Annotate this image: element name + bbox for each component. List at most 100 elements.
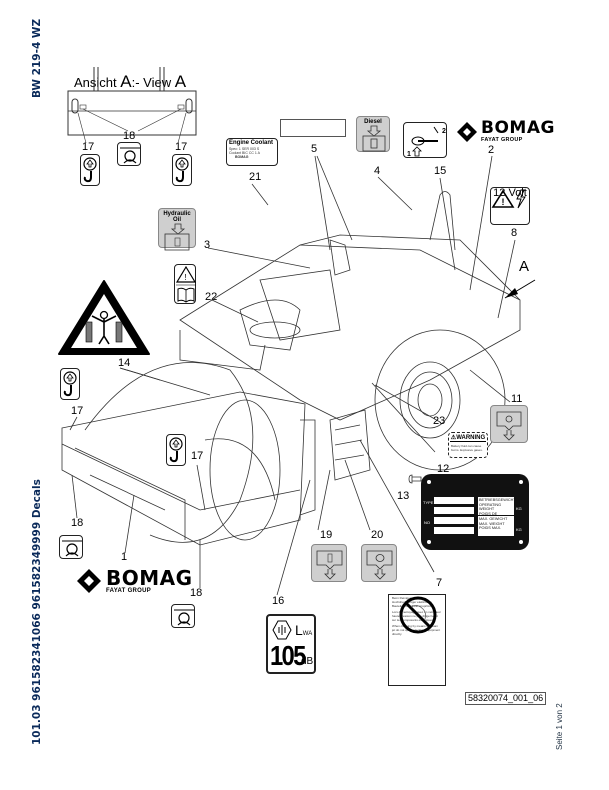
fuel-pump-icon bbox=[362, 125, 386, 152]
weight-line: POIDS MAX. bbox=[479, 526, 502, 530]
bomag-wordmark: BOMAG bbox=[481, 118, 555, 138]
blank-label-box bbox=[280, 119, 346, 137]
svg-text:!: ! bbox=[502, 197, 505, 207]
diesel-title: Diesel bbox=[364, 119, 382, 125]
engine-coolant-decal: Engine Coolant Spec: 1 SER 003 S Coolant… bbox=[226, 138, 278, 166]
callout-17-mid: 17 bbox=[191, 450, 204, 462]
callout-18-left: 18 bbox=[71, 517, 84, 529]
callout-19: 19 bbox=[320, 529, 333, 541]
callout-14: 14 bbox=[118, 357, 131, 369]
bomag-wordmark: BOMAG bbox=[106, 566, 193, 590]
type-label: TYPE bbox=[423, 500, 434, 505]
sound-power-value: 105 bbox=[270, 640, 306, 671]
hydraulic-drain-decal bbox=[361, 544, 397, 582]
engine-coolant-spec: Spec: 1 SER 003 S bbox=[229, 147, 260, 151]
sound-power-unit: dB bbox=[301, 656, 314, 667]
type-plate: TYPE NO BETRIEBSGEWICHT OPERATING WEIGHT… bbox=[421, 474, 529, 550]
page-indicator: Seite 1 von 2 bbox=[555, 703, 564, 750]
callout-20: 20 bbox=[371, 529, 384, 541]
plate-hole bbox=[519, 480, 523, 484]
callout-7: 7 bbox=[436, 577, 443, 589]
svg-text:2: 2 bbox=[442, 128, 446, 135]
callout-17-top-left: 17 bbox=[82, 141, 95, 153]
lwa-l: L bbox=[295, 622, 303, 638]
oil-drain-icon bbox=[496, 411, 522, 441]
drain-arrow-icon bbox=[366, 550, 393, 580]
bomag-logo-bottom: BOMAG FAYAT GROUP bbox=[76, 568, 193, 594]
callout-21: 21 bbox=[249, 171, 262, 183]
view-middle: :- View bbox=[131, 75, 175, 90]
view-a-title: Ansicht A:- View A bbox=[74, 72, 186, 92]
operating-weight-box: BETRIEBSGEWICHT OPERATING WEIGHT POIDS D… bbox=[478, 497, 516, 520]
notice-english: When cleaning by means of steam jet do n… bbox=[392, 624, 441, 636]
weight-line: MAX. WEIGHT bbox=[479, 521, 505, 526]
lwa-label: LWA bbox=[295, 622, 312, 638]
type-field bbox=[434, 497, 474, 504]
callout-11: 11 bbox=[511, 393, 523, 405]
callout-22: 22 bbox=[205, 291, 218, 303]
coolant-drain-decal bbox=[311, 544, 347, 582]
callout-23: 23 bbox=[433, 415, 446, 427]
callout-16: 16 bbox=[272, 595, 285, 607]
callout-17-top-right: 17 bbox=[175, 141, 188, 153]
callout-17-left: 17 bbox=[71, 405, 84, 417]
read-manual-decal: ! bbox=[174, 264, 197, 304]
drawing-number: 58320074_001_06 bbox=[465, 692, 547, 705]
serial-field bbox=[434, 517, 474, 524]
engine-coolant-brand: BOMAG bbox=[235, 155, 249, 159]
lever-handle-icon: 2 1 bbox=[407, 126, 446, 158]
plate-hole bbox=[519, 540, 523, 544]
svg-text:!: ! bbox=[185, 273, 187, 282]
callout-3: 3 bbox=[204, 239, 211, 251]
lifting-point-decal bbox=[80, 154, 100, 186]
lwa-sub: WA bbox=[302, 631, 313, 637]
callout-18-bottom: 18 bbox=[190, 587, 203, 599]
callout-15: 15 bbox=[434, 165, 447, 177]
callout-2: 2 bbox=[488, 144, 495, 156]
kg-unit: KG bbox=[516, 527, 522, 532]
bomag-logo-top: BOMAG FAYAT GROUP bbox=[456, 120, 555, 143]
12-volt-decal: ! 12 Volt bbox=[490, 187, 530, 225]
plate-hole bbox=[427, 540, 431, 544]
tie-down-decal bbox=[171, 604, 195, 628]
no-high-pressure-cleaning-decal: Beim Reinigen mit dem Hochdruckreiniger … bbox=[388, 594, 446, 686]
callout-4: 4 bbox=[374, 165, 381, 177]
tie-down-icon bbox=[120, 147, 140, 164]
weight-line: MAX. GEWICHT bbox=[479, 517, 508, 521]
warning-triangle-icon: ⚠ bbox=[450, 435, 457, 441]
lifting-hook-icon bbox=[63, 371, 77, 397]
view-prefix: Ansicht bbox=[74, 75, 121, 90]
lifting-hook-icon bbox=[175, 157, 189, 183]
sound-icon bbox=[272, 620, 292, 640]
fayat-group-text: FAYAT GROUP bbox=[106, 588, 152, 594]
max-weight-box: MAX. GEWICHT MAX. WEIGHT POIDS MAX. bbox=[478, 516, 514, 536]
no-spray-icon bbox=[399, 596, 437, 634]
tie-down-icon bbox=[174, 609, 194, 626]
tie-down-decal bbox=[59, 535, 83, 559]
warning-read-manual-icon: ! bbox=[175, 265, 197, 303]
battery-warning-decal: ⚠WARNING Battery fluid can cause burns. … bbox=[448, 432, 488, 458]
voltage-text: 12 Volt bbox=[493, 187, 527, 199]
callout-13: 13 bbox=[397, 490, 410, 502]
type-field-2 bbox=[434, 507, 474, 514]
diesel-decal: Diesel bbox=[356, 116, 390, 152]
warning-header: ⚠WARNING bbox=[450, 434, 486, 442]
rivet-icon bbox=[408, 474, 422, 484]
kg-unit: KG bbox=[516, 506, 522, 511]
view-letter-a2: A bbox=[174, 72, 187, 91]
engine-oil-drain-decal bbox=[490, 405, 528, 443]
fayat-group-text: FAYAT GROUP bbox=[481, 137, 523, 143]
engine-coolant-title: Engine Coolant bbox=[229, 140, 273, 146]
hydraulic-oil-title: Hydraulic Oil bbox=[163, 211, 191, 223]
lifting-hook-icon bbox=[83, 157, 97, 183]
view-a-drawing bbox=[67, 67, 197, 144]
callout-8: 8 bbox=[511, 227, 518, 239]
callout-12: 12 bbox=[437, 463, 450, 475]
view-arrow-label: A bbox=[519, 258, 530, 275]
plate-hole bbox=[427, 480, 431, 484]
callout-1: 1 bbox=[121, 551, 128, 563]
number-label: NO bbox=[424, 520, 430, 525]
lifting-point-decal bbox=[166, 434, 186, 466]
handle-operation-decal: 2 1 bbox=[403, 122, 447, 158]
